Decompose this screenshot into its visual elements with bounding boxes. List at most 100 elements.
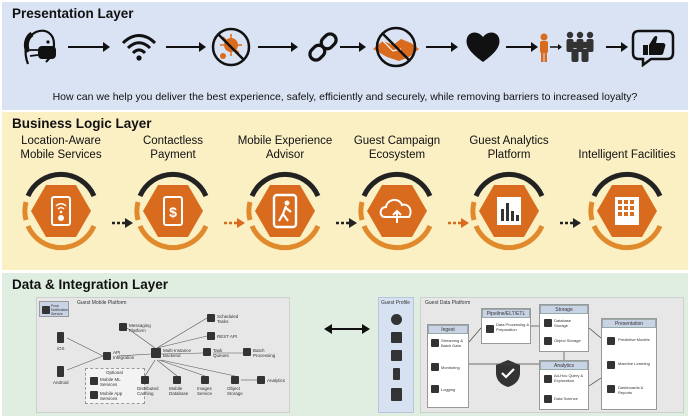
api-label: API Integration — [113, 350, 135, 360]
phone-wifi-icon — [16, 166, 106, 256]
flow-arrow — [340, 42, 366, 52]
query-label: Ad-Hoc Query & Exploration — [554, 373, 584, 383]
business-item-label-line1: Intelligent Facilities — [578, 149, 676, 161]
presentation-layer: Presentation Layer — [2, 2, 688, 110]
backend-label: Multi-Instance Backend — [163, 348, 192, 358]
pipeline-box: Pipeline/ELT/ETL Data Processing & Prepa… — [481, 308, 531, 344]
guest-profile-title: Guest Profile — [381, 300, 410, 306]
business-layer-title: Business Logic Layer — [12, 116, 152, 131]
phone-dollar-icon: $ — [128, 166, 218, 256]
business-item-label-line1: Guest Campaign — [353, 135, 441, 147]
business-flow-arrow — [224, 216, 246, 228]
phone-walker-icon — [240, 166, 330, 256]
documents-icon — [391, 388, 402, 401]
business-item-label: Intelligent Facilities — [572, 130, 682, 162]
flow-arrow — [606, 42, 628, 52]
logging-label: Logging — [441, 387, 456, 392]
presentation-icon-row — [16, 24, 676, 76]
optional-box: Optional Mobile ML Services Mobile App S… — [85, 368, 145, 404]
business-flow-arrow — [448, 216, 470, 228]
pipeline-header: Pipeline/ELT/ETL — [482, 309, 530, 318]
svg-text:$: $ — [169, 204, 177, 220]
ios-label: iOS — [57, 346, 65, 351]
data-integration-layer: Data & Integration Layer Guest Mobile Pl… — [2, 273, 688, 416]
batch-label: Batch Processing — [253, 348, 276, 358]
business-item-label-line2: Platform — [487, 149, 531, 161]
messaging-icon — [119, 323, 127, 331]
mobile-platform-connectors — [66, 317, 257, 381]
task-queues-icon — [203, 348, 211, 356]
double-arrow — [324, 324, 370, 334]
ml-services-label: Mobile ML Services — [100, 377, 121, 387]
presentation-header: Presentation — [602, 319, 656, 328]
science-icon — [544, 395, 552, 403]
phone-icon — [393, 368, 400, 380]
ml-services-icon — [90, 377, 98, 385]
rest-icon — [207, 332, 215, 340]
ingest-box: Ingest Streaming & Batch Data Monitoring… — [427, 324, 469, 408]
flow-arrow — [426, 42, 458, 52]
people-icon — [538, 24, 602, 70]
analytics-icon — [257, 376, 265, 384]
task-queues-label: Task Queues — [213, 348, 229, 358]
link-icon — [300, 24, 346, 70]
business-item-label-line1: Contactless — [142, 135, 204, 147]
push-icon — [42, 306, 50, 314]
query-icon — [544, 375, 552, 383]
thumbs-up-chat-icon — [630, 24, 676, 70]
guest-mobile-platform-panel: Guest Mobile Platform Push Notification … — [36, 297, 290, 413]
presentation-question: How can we help you deliver the best exp… — [52, 91, 638, 103]
data-layer-title: Data & Integration Layer — [12, 277, 169, 292]
monitoring-label: Monitoring — [441, 365, 460, 370]
business-item-label-line1: Mobile Experience — [237, 135, 333, 147]
android-phone-icon — [57, 366, 64, 377]
guest-profile-panel: Guest Profile — [378, 297, 414, 413]
contact-icon — [391, 332, 402, 343]
monitoring-icon — [431, 363, 439, 371]
bar-chart-icon — [464, 166, 554, 256]
business-item-6: Intelligent Facilities — [572, 130, 682, 256]
scheduled-icon — [207, 314, 215, 322]
images-label: Images Service — [197, 386, 213, 396]
building-icon — [582, 166, 672, 256]
caching-label: Distributed Caching — [137, 386, 159, 396]
business-item-label-line2: Ecosystem — [368, 149, 426, 161]
presentation-layer-title: Presentation Layer — [12, 6, 134, 21]
cloud-icon — [352, 166, 442, 256]
analytics-box: Analytics Ad-Hoc Query & Exploration Dat… — [539, 360, 589, 410]
optional-label: Optional — [106, 370, 123, 375]
business-item-label-line2: Payment — [150, 149, 196, 161]
globe-icon — [391, 314, 402, 325]
analytics-header: Analytics — [540, 361, 588, 370]
caching-icon — [141, 376, 149, 384]
mobile-db-label: Mobile Database — [169, 386, 189, 396]
dashboards-icon — [607, 385, 615, 393]
push-notification-box: Push Notification Service — [39, 301, 69, 317]
presentation-box: Presentation Predictive Models Machine L… — [601, 318, 657, 410]
dashboards-label: Dashboards & Reports — [618, 385, 644, 395]
mobile-db-icon — [173, 376, 181, 384]
predictive-label: Predictive Models — [618, 337, 650, 342]
flow-arrow — [506, 42, 538, 52]
logging-icon — [431, 385, 439, 393]
android-label: Android — [53, 380, 69, 385]
no-handshake-icon — [370, 24, 422, 70]
guest-data-platform-panel: Guest Data Platform Ingest Streaming & B… — [420, 297, 684, 413]
flow-arrow — [68, 42, 110, 52]
shield-check-icon — [496, 360, 520, 387]
streaming-label: Streaming & Batch Data — [441, 338, 464, 348]
object-icon — [544, 337, 552, 345]
business-item-label-line2: Mobile Services — [20, 149, 102, 161]
object-storage-icon — [231, 376, 239, 384]
ios-phone-icon — [57, 332, 64, 343]
